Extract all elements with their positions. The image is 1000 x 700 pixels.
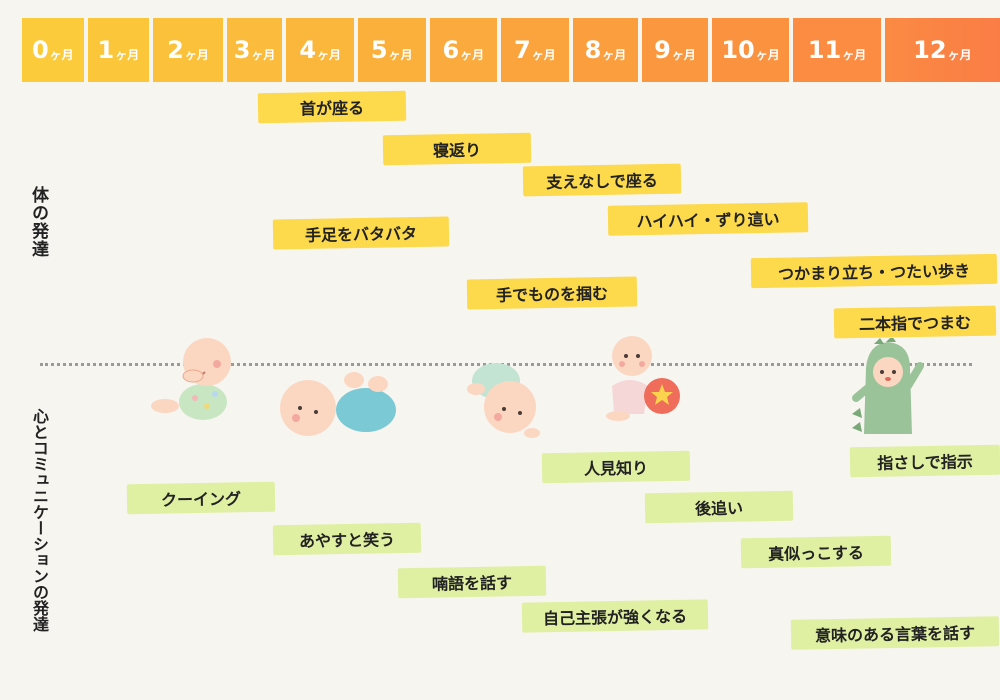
month-unit: ヶ月 [671, 47, 696, 62]
month-number: 6 [442, 36, 460, 64]
milestone-social-smile: あやすと笑う [272, 522, 422, 556]
month-unit: ヶ月 [388, 47, 413, 62]
milestone-cruising: つかまり立ち・つたい歩き [750, 253, 998, 289]
milestone-following-parent: 後追い [644, 490, 794, 524]
month-unit: ヶ月 [602, 47, 627, 62]
lying-baby-illustration [280, 372, 396, 436]
month-number: 12 [913, 36, 947, 64]
milestone-pointing: 指さしで指示 [849, 444, 1000, 478]
month-number: 7 [514, 36, 531, 64]
body-development-label: 体の発達 [28, 186, 48, 258]
milestone-kicking-limbs: 手足をバタバタ [272, 216, 450, 250]
month-number: 2 [167, 36, 184, 64]
month-unit: ヶ月 [460, 47, 485, 62]
month-unit: ヶ月 [115, 47, 140, 62]
milestone-sitting-unsupported: 支えなしで座る [522, 163, 682, 197]
sitting-baby-with-ball-illustration [606, 336, 680, 421]
month-unit: ヶ月 [317, 47, 342, 62]
month-unit: ヶ月 [531, 47, 556, 62]
section-divider [40, 363, 972, 366]
month-unit: ヶ月 [251, 47, 276, 62]
month-number: 9 [654, 36, 671, 64]
month-unit: ヶ月 [184, 47, 209, 62]
month-number: 4 [299, 36, 317, 64]
month-number: 1 [97, 36, 115, 64]
crawling-baby-illustration [467, 363, 540, 438]
month-unit: ヶ月 [755, 47, 780, 62]
month-unit: ヶ月 [947, 47, 972, 62]
milestone-rolling-over: 寝返り [382, 132, 532, 166]
month-unit: ヶ月 [842, 47, 867, 62]
milestone-grasping: 手でものを掴む [466, 276, 638, 310]
month-number: 8 [584, 36, 602, 64]
milestone-imitation: 真似っこする [740, 535, 892, 569]
milestone-crawling: ハイハイ・ずり這い [607, 202, 809, 236]
dinosaur-costume-baby-illustration [852, 338, 924, 434]
month-number: 3 [233, 36, 251, 64]
milestone-neck-control: 首が座る [257, 90, 407, 124]
month-number: 11 [807, 36, 842, 64]
milestone-stranger-anxiety: 人見知り [541, 450, 691, 484]
milestone-babbling: 喃語を話す [397, 565, 547, 599]
month-number: 10 [721, 36, 755, 64]
milestone-pincer-grasp: 二本指でつまむ [833, 305, 997, 339]
month-unit: ヶ月 [49, 47, 74, 62]
mind-development-label: 心とコミュニケーションの発達 [30, 408, 49, 632]
milestone-self-assertion: 自己主張が強くなる [521, 599, 709, 633]
crying-baby-illustration [151, 338, 231, 420]
milestone-cooing: クーイング [126, 481, 276, 515]
month-number: 5 [370, 36, 388, 64]
milestone-meaningful-words: 意味のある言葉を話す [790, 616, 1000, 650]
month-number: 0 [31, 36, 49, 64]
